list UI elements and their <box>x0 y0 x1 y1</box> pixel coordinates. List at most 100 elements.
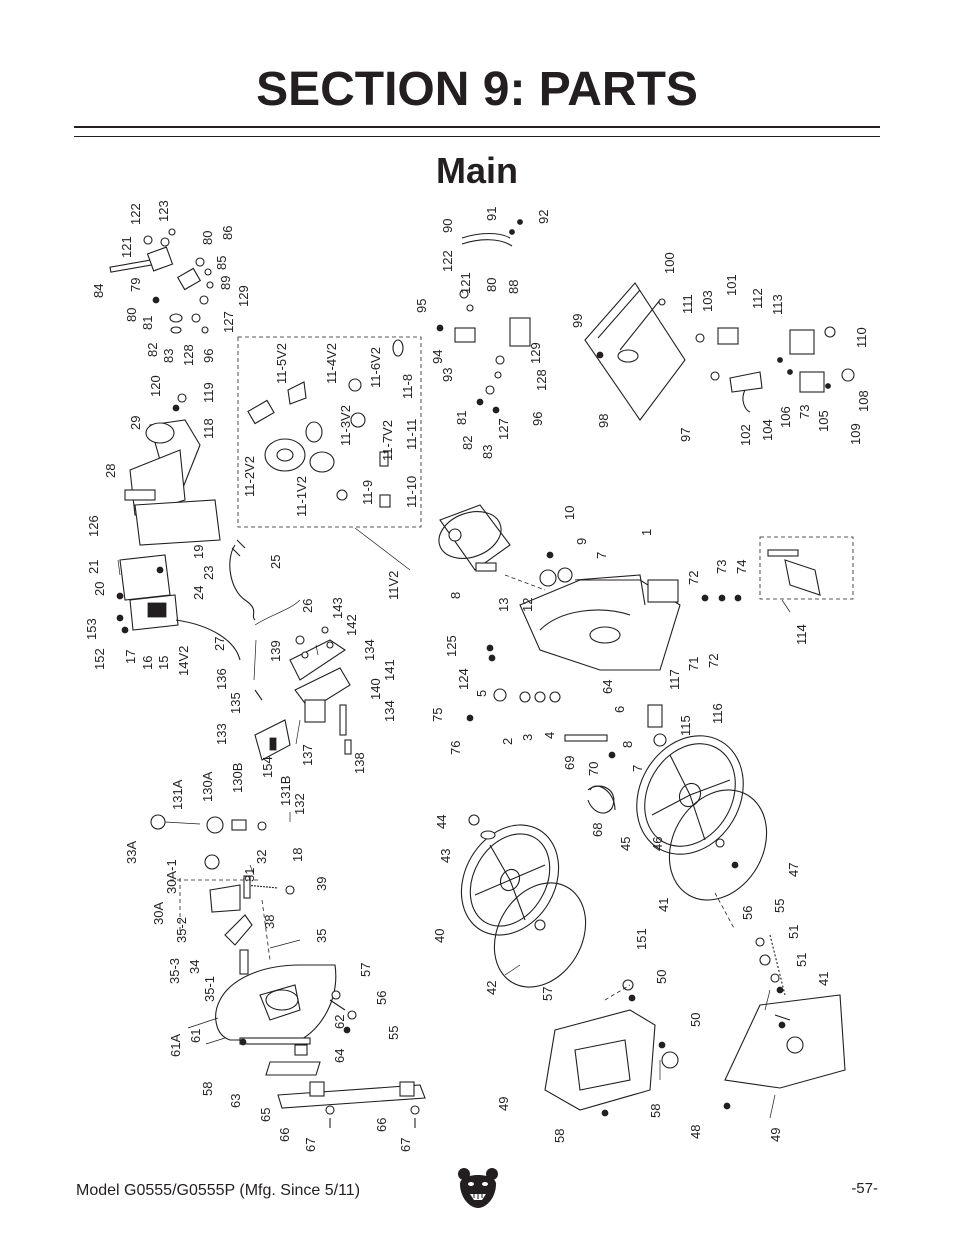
part-label: 11-9 <box>360 480 375 505</box>
part-label: 105 <box>816 410 831 432</box>
part-label: 129 <box>236 285 251 307</box>
part-label: 58 <box>648 1104 663 1118</box>
exploded-parts-diagram: 84 121 122 123 80 86 79 85 89 129 80 81 … <box>84 200 871 1152</box>
part-label: 98 <box>596 414 611 428</box>
part-label: 28 <box>103 464 118 478</box>
part-label: 35 <box>314 929 329 943</box>
part-label: 104 <box>760 419 775 441</box>
switch-box-assembly <box>116 539 256 661</box>
part-label: 41 <box>816 972 831 986</box>
part-label: 128 <box>181 344 196 366</box>
part-label: 71 <box>686 657 701 671</box>
part-label: 11V2 <box>386 571 401 600</box>
part-label: 21 <box>86 560 101 574</box>
table-assembly <box>584 282 855 421</box>
part-label: 34 <box>187 960 202 974</box>
upper-wheel-bracket <box>436 219 531 414</box>
part-label: 58 <box>200 1082 215 1096</box>
part-label: 94 <box>430 350 445 364</box>
part-label: 80 <box>124 308 139 322</box>
part-label: 86 <box>220 226 235 240</box>
part-label: 103 <box>700 290 715 312</box>
part-label: 42 <box>484 981 499 995</box>
part-label: 73 <box>714 560 729 574</box>
part-label: 67 <box>398 1138 413 1152</box>
wheel-covers <box>544 861 846 1117</box>
part-label: 96 <box>530 412 545 426</box>
part-label: 129 <box>528 342 543 364</box>
part-label: 122 <box>440 250 455 272</box>
part-label: 153 <box>84 618 99 640</box>
part-label: 11-3V2 <box>338 405 353 446</box>
part-label: 131B <box>278 776 293 806</box>
part-label: 120 <box>148 375 163 397</box>
part-label: 26 <box>300 599 315 613</box>
part-label: 49 <box>496 1097 511 1111</box>
part-label: 121 <box>119 236 134 258</box>
main-frame <box>466 536 854 814</box>
part-label: 64 <box>600 680 615 694</box>
bear-logo-icon <box>458 1168 498 1208</box>
part-label: 24 <box>191 586 206 600</box>
part-label: 69 <box>562 756 577 770</box>
header-rule-thin <box>74 136 880 137</box>
part-label: 2 <box>500 738 515 745</box>
part-label: 100 <box>662 252 677 274</box>
part-label: 101 <box>724 274 739 296</box>
part-label: 3 <box>520 734 535 741</box>
part-label: 65 <box>258 1108 273 1122</box>
part-label: 39 <box>314 877 329 891</box>
part-label: 70 <box>586 762 601 776</box>
part-label: 27 <box>212 637 227 651</box>
part-label: 19 <box>191 545 206 559</box>
part-label: 29 <box>128 416 143 430</box>
part-label: 142 <box>344 614 359 636</box>
part-label: 11-11 <box>404 419 419 450</box>
part-label: 15 <box>156 656 171 670</box>
footer-page-number: -57- <box>851 1180 878 1197</box>
assembly-guide-lines <box>170 574 736 1001</box>
part-label: 56 <box>740 906 755 920</box>
part-label: 135 <box>228 692 243 714</box>
part-label: 96 <box>201 349 216 363</box>
part-label: 117 <box>667 669 682 690</box>
part-label: 35-1 <box>202 976 217 1002</box>
diagram-subtitle: Main <box>435 150 518 191</box>
part-label: 112 <box>750 288 765 309</box>
part-label: 127 <box>496 418 511 440</box>
part-label: 99 <box>570 314 585 328</box>
part-label: 11-4V2 <box>324 343 339 384</box>
part-label: 57 <box>540 987 555 1001</box>
part-label: 124 <box>456 668 471 690</box>
part-label: 10 <box>562 506 577 520</box>
part-label: 128 <box>534 369 549 391</box>
part-label: 113 <box>770 294 785 315</box>
part-label: 151 <box>634 928 649 950</box>
part-label: 132 <box>292 793 307 815</box>
part-label: 51 <box>794 953 809 967</box>
part-label: 73 <box>797 405 812 419</box>
part-label: 130B <box>230 763 245 793</box>
part-label: 136 <box>214 668 229 690</box>
part-label: 68 <box>590 823 605 837</box>
part-label: 72 <box>706 654 721 668</box>
part-label: 110 <box>854 327 869 348</box>
part-label: 55 <box>772 899 787 913</box>
part-label: 7 <box>630 765 645 772</box>
part-label: 30A-1 <box>164 859 179 894</box>
motor-pulley-kit-detail <box>237 336 422 571</box>
part-label: 75 <box>430 708 445 722</box>
part-label: 11-7V2 <box>380 420 395 461</box>
part-label: 35-3 <box>167 958 182 984</box>
part-label: 140 <box>368 678 383 700</box>
tension-and-lower-guard <box>150 814 426 1128</box>
part-label: 114 <box>794 624 809 645</box>
part-label: 66 <box>277 1128 292 1142</box>
part-label: 134 <box>362 639 377 661</box>
part-label: 55 <box>386 1026 401 1040</box>
part-label: 81 <box>454 411 469 425</box>
part-label: 11-5V2 <box>274 343 289 384</box>
part-label: 16 <box>140 656 155 670</box>
part-label: 67 <box>303 1138 318 1152</box>
part-label: 31 <box>242 868 257 882</box>
